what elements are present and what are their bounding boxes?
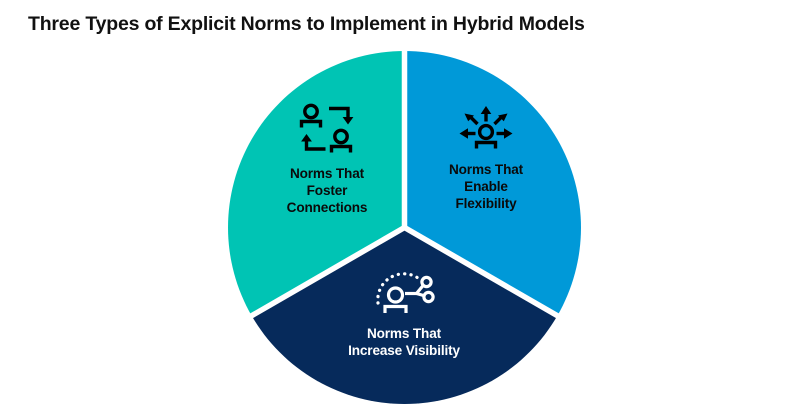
pie-slice-enable-flexibility[interactable]	[404, 51, 581, 316]
pie-chart-svg	[228, 51, 581, 404]
pie-slice-dividers	[248, 51, 561, 320]
pie-slice-foster-connections[interactable]	[228, 51, 405, 316]
pie-chart: Norms That Foster Connections	[228, 51, 581, 404]
pie-slices	[228, 51, 581, 404]
page-title: Three Types of Explicit Norms to Impleme…	[28, 13, 585, 35]
pie-slice-increase-visibility[interactable]	[251, 227, 558, 404]
